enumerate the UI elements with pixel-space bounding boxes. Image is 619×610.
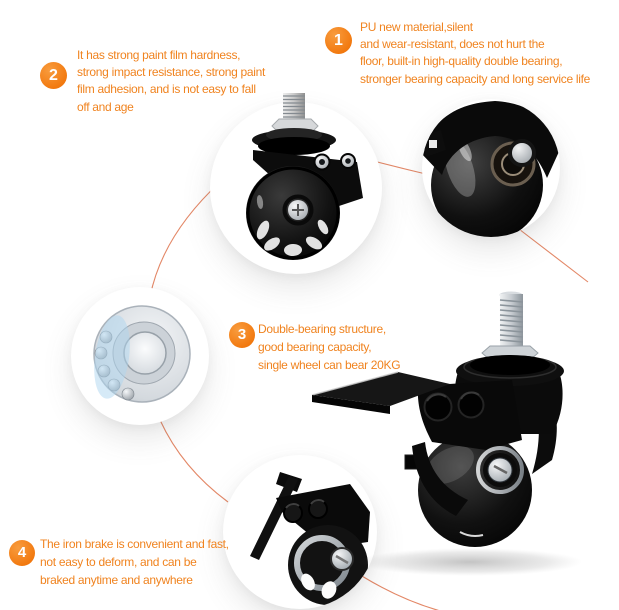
callout-line: not easy to deform, and can be [40,555,197,569]
callout-line: PU new material,silent [360,20,473,34]
callout-line: floor, built-in high-quality double bear… [360,54,563,69]
connector-left-upper [149,181,221,298]
connector-left-lower [159,419,229,503]
callout-3-badge: 3 [229,322,255,348]
callout-line: braked anytime and anywhere [40,573,193,587]
bearing-bore [123,331,167,375]
callout-line: single wheel can bear 20KG [258,358,401,372]
callout-4-badge: 4 [9,540,35,566]
callout-2-text: It has strong paint film hardness, stron… [77,47,265,116]
callout-line: Double-bearing structure, [258,322,386,336]
wheel-spoke-hole [301,573,315,591]
connector-right [514,225,589,283]
callout-line: film adhesion, and is not easy to fall [77,82,256,97]
brake-caster-large-photo [311,291,582,576]
callout-2-badge: 2 [40,62,67,89]
callout-line: The iron brake is convenient and fast, [40,537,229,551]
brake-pedal [312,372,450,406]
pu-wheel-closeup-photo [422,101,560,237]
callout-line: strong impact resistance, strong paint [77,65,266,80]
bearing-blue-seal [94,315,130,399]
callout-1-badge: 1 [325,27,352,54]
callout-line: good bearing capacity, [258,340,372,354]
fork-bracket [422,101,560,178]
fork-arm-left [412,442,468,516]
hub-bearing-ring [476,446,524,494]
caster-shadow [358,548,582,576]
callout-4-text: The iron brake is convenient and fast, n… [40,535,229,589]
ball-bearing-photo [93,305,191,403]
callout-line: off and age [77,99,134,114]
callout-line: stronger bearing capacity and long servi… [360,71,591,86]
callout-1-text: PU new material,silent and wear-resistan… [360,19,590,88]
bracket-hole [508,139,536,167]
iron-brake-closeup-photo [250,472,370,605]
swivel-caster-stem-photo [246,93,363,260]
callout-line: and wear-resistant, does not hurt the [360,37,545,52]
callout-line: It has strong paint film hardness, [77,48,241,62]
wheel-spoke-hole [321,581,337,599]
callout-3-text: Double-bearing structure, good bearing c… [258,320,401,374]
